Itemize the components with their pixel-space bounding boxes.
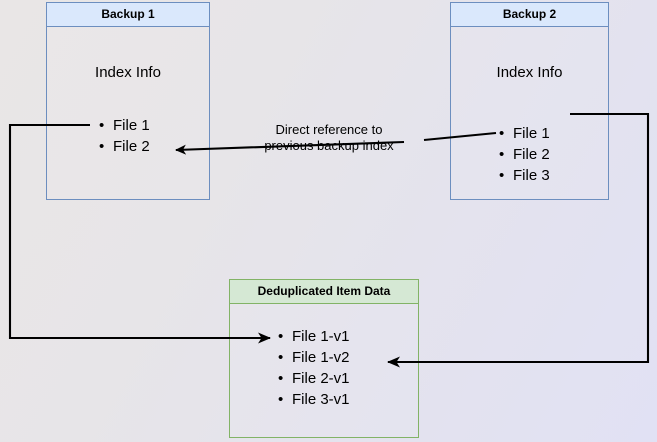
node-backup-1-body: Index Info File 1 File 2 (46, 27, 210, 200)
list-item: File 1-v1 (278, 326, 350, 347)
backup-2-file-list: File 1 File 2 File 3 (499, 123, 550, 186)
list-item: File 1-v2 (278, 347, 350, 368)
backup-1-index-info-label: Index Info (95, 64, 161, 81)
node-backup-2-header: Backup 2 (450, 2, 609, 27)
backup-2-index-info-label: Index Info (496, 64, 563, 81)
list-item: File 1 (499, 123, 550, 144)
dedup-file-list: File 1-v1 File 1-v2 File 2-v1 File 3-v1 (278, 326, 350, 410)
node-deduplicated-item-data[interactable]: Deduplicated Item Data File 1-v1 File 1-… (229, 279, 419, 438)
list-item: File 2 (99, 136, 150, 157)
edge-label-direct-reference: Direct reference to previous backup inde… (246, 122, 412, 154)
backup-1-file-list: File 1 File 2 (99, 115, 150, 157)
node-backup-2-body: Index Info File 1 File 2 File 3 (450, 27, 609, 200)
edge-label-line-2: previous backup index (264, 138, 394, 153)
node-backup-2[interactable]: Backup 2 Index Info File 1 File 2 File 3 (450, 2, 609, 200)
list-item: File 1 (99, 115, 150, 136)
list-item: File 2-v1 (278, 368, 350, 389)
node-backup-1[interactable]: Backup 1 Index Info File 1 File 2 (46, 2, 210, 200)
node-dedup-header: Deduplicated Item Data (229, 279, 419, 304)
node-backup-1-header: Backup 1 (46, 2, 210, 27)
list-item: File 3 (499, 165, 550, 186)
list-item: File 2 (499, 144, 550, 165)
node-dedup-body: File 1-v1 File 1-v2 File 2-v1 File 3-v1 (229, 304, 419, 438)
edge-label-line-1: Direct reference to (275, 122, 383, 137)
list-item: File 3-v1 (278, 389, 350, 410)
